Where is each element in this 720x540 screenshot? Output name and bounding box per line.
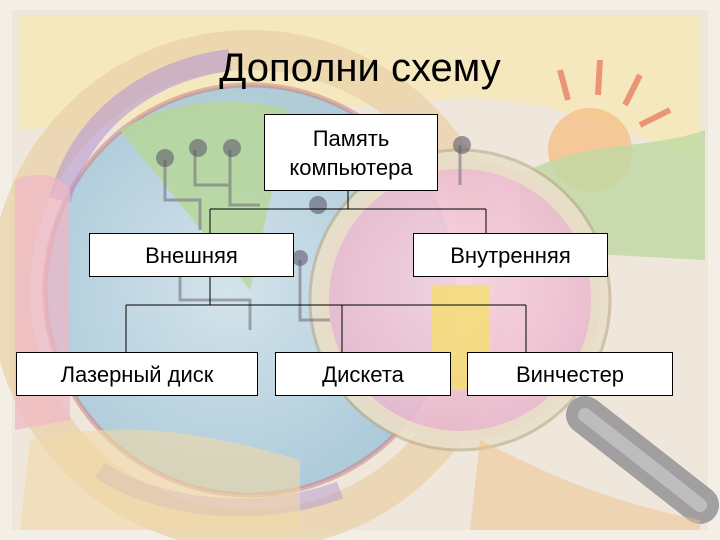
node-memory: Память компьютера xyxy=(264,114,438,191)
node-external-label: Внешняя xyxy=(145,242,238,268)
node-memory-line1: Память xyxy=(312,125,390,151)
node-hard-drive-label: Винчестер xyxy=(515,361,625,387)
node-hard-drive: Винчестер xyxy=(467,352,673,396)
node-external: Внешняя xyxy=(89,233,294,277)
node-memory-line2: компьютера xyxy=(289,154,413,180)
node-internal: Внутренняя xyxy=(413,233,608,277)
slide-title: Дополни схему xyxy=(219,46,501,90)
node-floppy: Дискета xyxy=(275,352,451,396)
node-internal-label: Внутренняя xyxy=(450,242,571,268)
node-floppy-label: Дискета xyxy=(322,361,404,387)
node-laser-disc-label: Лазерный диск xyxy=(60,361,214,387)
node-laser-disc: Лазерный диск xyxy=(16,352,258,396)
